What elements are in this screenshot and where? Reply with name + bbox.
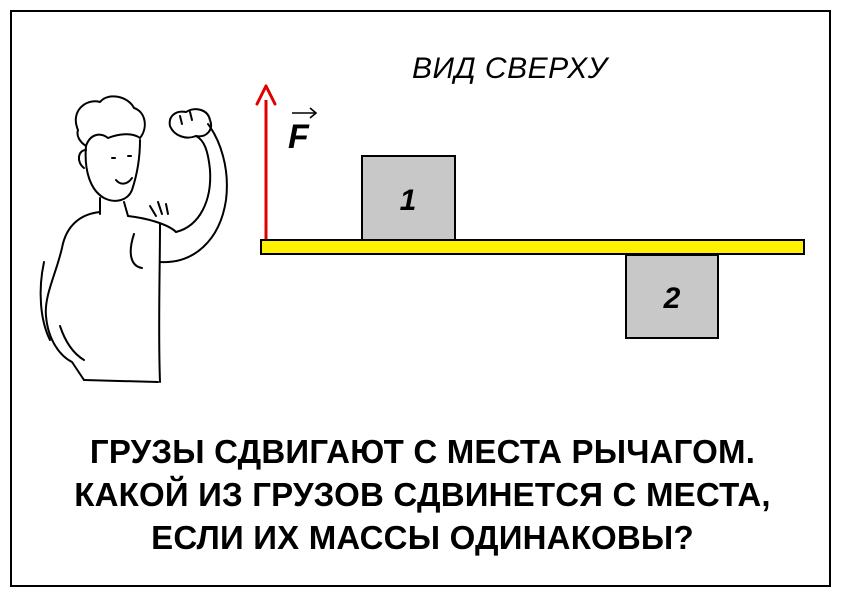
force-arrow xyxy=(255,84,277,240)
block-2 xyxy=(625,254,719,339)
question-line: КАКОЙ ИЗ ГРУЗОВ СДВИНЕТСЯ С МЕСТА, xyxy=(74,476,771,513)
question-line: ГРУЗЫ СДВИГАЮТ С МЕСТА РЫЧАГОМ. xyxy=(89,433,756,470)
question-text: ГРУЗЫ СДВИГАЮТ С МЕСТА РЫЧАГОМ. КАКОЙ ИЗ… xyxy=(40,430,805,559)
view-label: ВИД СВЕРХУ xyxy=(412,52,608,85)
block-2-label: 2 xyxy=(663,282,681,315)
block-1-label: 1 xyxy=(400,184,417,217)
question-line: ЕСЛИ ИХ МАССЫ ОДИНАКОВЫ? xyxy=(151,519,694,556)
block-1 xyxy=(361,155,456,241)
lever xyxy=(260,239,805,255)
force-label: F xyxy=(288,118,310,156)
vector-arrow-icon xyxy=(292,107,318,119)
strongman-illustration xyxy=(39,95,228,383)
